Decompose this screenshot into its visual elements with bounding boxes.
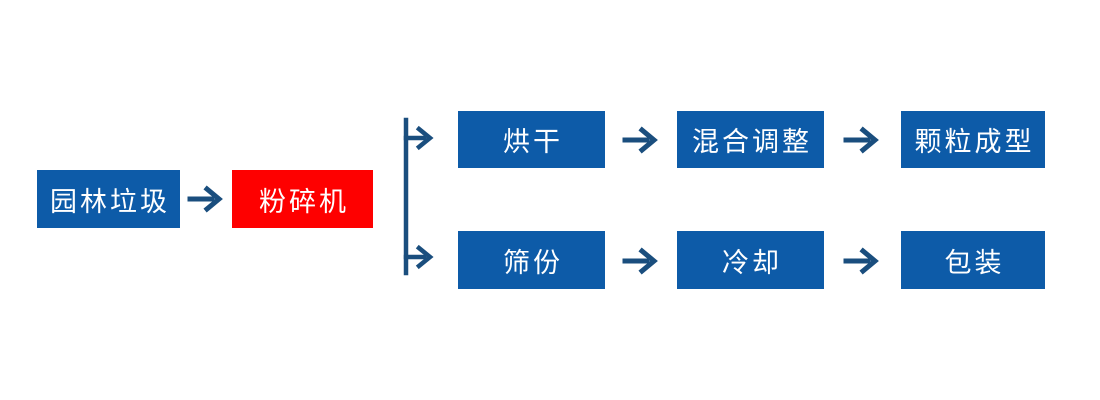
node-cooling: 冷却: [677, 231, 824, 289]
branch-split-connector-icon: [403, 117, 434, 276]
node-crusher: 粉碎机: [232, 170, 373, 228]
node-mixing-adjustment: 混合调整: [677, 111, 824, 168]
node-garden-waste: 园林垃圾: [37, 170, 180, 228]
node-packaging: 包装: [901, 231, 1045, 289]
arrow-mixing-to-pelletizing-icon: [843, 126, 879, 154]
node-pellet-forming-label: 颗粒成型: [914, 127, 1035, 157]
node-cooling-label: 冷却: [722, 247, 782, 278]
node-sieving: 筛份: [458, 231, 605, 289]
node-crusher-label: 粉碎机: [259, 186, 349, 217]
arrow-input-to-crusher-icon: [187, 185, 223, 213]
arrow-sieving-to-cooling-icon: [622, 247, 658, 275]
node-pellet-forming: 颗粒成型: [901, 111, 1045, 168]
node-mixing-adjustment-label: 混合调整: [692, 127, 812, 157]
node-packaging-label: 包装: [944, 247, 1005, 278]
node-drying-label: 烘干: [503, 127, 563, 157]
node-garden-waste-label: 园林垃圾: [50, 186, 170, 217]
arrow-drying-to-mixing-icon: [622, 126, 658, 154]
arrow-cooling-to-packaging-icon: [843, 247, 879, 275]
node-sieving-label: 筛份: [503, 247, 563, 278]
node-drying: 烘干: [458, 111, 605, 168]
